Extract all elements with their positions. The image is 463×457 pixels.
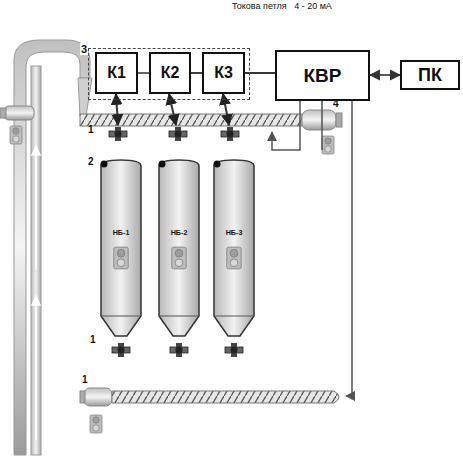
valve-signal-arrow <box>116 94 229 125</box>
bottom-valve <box>170 343 188 357</box>
silo-shape <box>100 158 142 344</box>
controller-label: К1 <box>107 64 126 82</box>
callout-number: 1 <box>90 334 96 345</box>
callout-number: 2 <box>88 156 94 167</box>
top-screw-conveyor <box>80 110 342 154</box>
bottom-screw-conveyor <box>80 388 339 433</box>
storage-silo: НБ-2 <box>158 158 200 344</box>
controller-label: КВР <box>304 65 342 87</box>
elevator-motor <box>0 106 34 144</box>
callout-number: 4 <box>333 98 339 109</box>
storage-silo: НБ-3 <box>213 158 255 344</box>
controller-box: К3 <box>202 52 245 94</box>
controller-label: К3 <box>214 64 233 82</box>
controller-box: КВР <box>275 50 370 101</box>
silo-shape <box>213 158 255 344</box>
controller-label: ПК <box>418 65 442 86</box>
controller-label: К2 <box>161 64 180 82</box>
controller-box: К2 <box>149 52 191 94</box>
silo-label: НБ-3 <box>213 228 255 237</box>
callout-number: 3 <box>80 43 88 55</box>
callout-number: 1 <box>82 374 88 385</box>
storage-silo: НБ-1 <box>100 158 142 344</box>
silo-label: НБ-2 <box>158 228 200 237</box>
top-valve <box>169 127 187 141</box>
control-line <box>272 101 352 396</box>
data-link <box>370 74 400 76</box>
controller-box: К1 <box>95 52 138 94</box>
bottom-valve <box>112 343 130 357</box>
bottom-valve <box>225 343 243 357</box>
controller-group: 3К1К2К3 <box>88 48 250 100</box>
bucket-elevator <box>14 40 92 455</box>
loop-label: Токова петля 4 - 20 мА <box>232 1 332 11</box>
top-valve <box>221 127 239 141</box>
silo-shape <box>158 158 200 344</box>
silo-label: НБ-1 <box>100 228 142 237</box>
top-valve <box>109 127 127 141</box>
callout-number: 1 <box>88 124 94 135</box>
controller-box: ПК <box>400 60 460 90</box>
